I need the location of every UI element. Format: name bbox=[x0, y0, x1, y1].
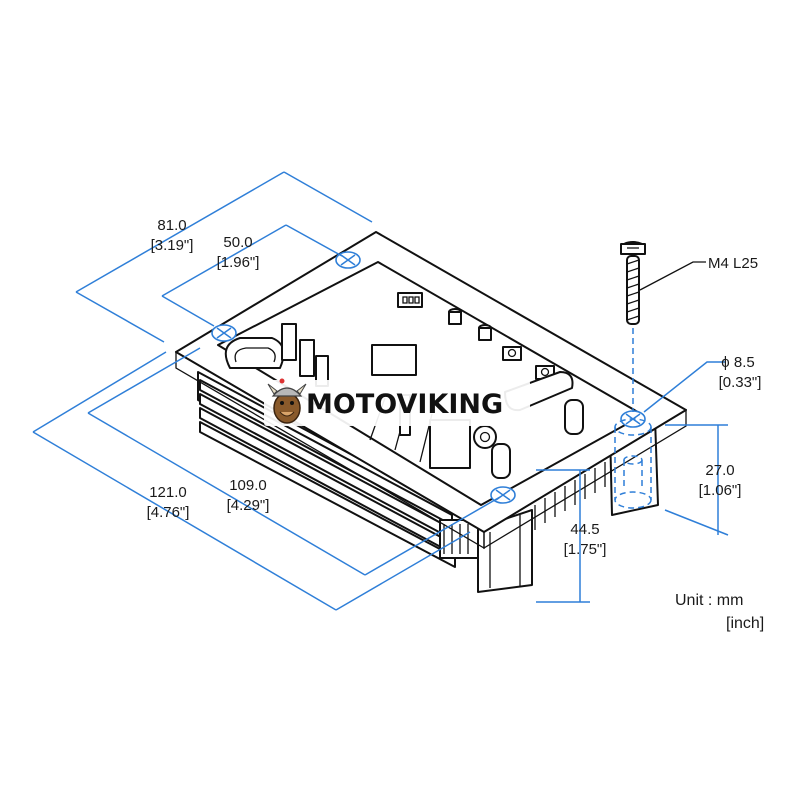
hole-top-icon bbox=[335, 251, 361, 269]
terminal-connector-2 bbox=[299, 339, 315, 377]
dim-50-mm: 50.0 bbox=[223, 234, 252, 251]
dim-44-5: 44.5 [1.75"] bbox=[564, 521, 607, 558]
watermark-backdrop bbox=[264, 380, 530, 426]
standoff-dashed bbox=[614, 418, 652, 509]
dim-50: 50.0 [1.96"] bbox=[217, 234, 260, 271]
dim-44-5-inch: [1.75"] bbox=[564, 541, 607, 558]
dim-27-mm: 27.0 bbox=[705, 462, 734, 479]
dim-phi-mm: ϕ 8.5 bbox=[721, 354, 754, 371]
screw-m4-icon bbox=[620, 241, 646, 412]
units-mm: Unit : mm bbox=[675, 592, 743, 609]
capacitor-block bbox=[371, 344, 417, 376]
lug-2 bbox=[564, 399, 584, 435]
units-legend: Unit : mm [inch] bbox=[675, 592, 764, 632]
hole-left-icon bbox=[211, 324, 237, 342]
units-inch: [inch] bbox=[726, 615, 764, 632]
ring-terminal bbox=[473, 425, 497, 449]
dimension-lines bbox=[32, 171, 729, 611]
dim-hole-diameter: ϕ 8.5 [0.33"] bbox=[719, 354, 762, 391]
dim-121: 121.0 [4.76"] bbox=[147, 484, 190, 521]
dim-27-inch: [1.06"] bbox=[699, 482, 742, 499]
watermark: MOTOVIKING bbox=[264, 378, 530, 426]
hole-front-icon bbox=[490, 486, 516, 504]
mounting-foot-front bbox=[477, 509, 533, 593]
relay-block bbox=[429, 419, 471, 469]
dim-121-inch: [4.76"] bbox=[147, 504, 190, 521]
terminal-connector-1 bbox=[281, 323, 297, 361]
dim-50-inch: [1.96"] bbox=[217, 254, 260, 271]
dim-109: 109.0 [4.29"] bbox=[227, 477, 270, 514]
viking-mascot-icon bbox=[267, 378, 307, 424]
dim-109-inch: [4.29"] bbox=[227, 497, 270, 514]
dim-81-inch: [3.19"] bbox=[151, 237, 194, 254]
dim-109-mm: 109.0 bbox=[229, 477, 267, 494]
dim-phi-inch: [0.33"] bbox=[719, 374, 762, 391]
dim-81-mm: 81.0 bbox=[157, 217, 186, 234]
dim-27: 27.0 [1.06"] bbox=[699, 462, 742, 499]
watermark-text: MOTOVIKING bbox=[306, 389, 503, 420]
potentiometer-1 bbox=[502, 346, 522, 361]
dim-81: 81.0 [3.19"] bbox=[151, 217, 194, 254]
dim-121-mm: 121.0 bbox=[149, 484, 187, 501]
mounting-holes bbox=[211, 251, 646, 504]
dim-44-5-mm: 44.5 bbox=[570, 521, 599, 538]
lug-1 bbox=[491, 443, 511, 479]
heatsink-fins bbox=[199, 379, 483, 568]
screw-label: M4 L25 bbox=[708, 255, 758, 272]
